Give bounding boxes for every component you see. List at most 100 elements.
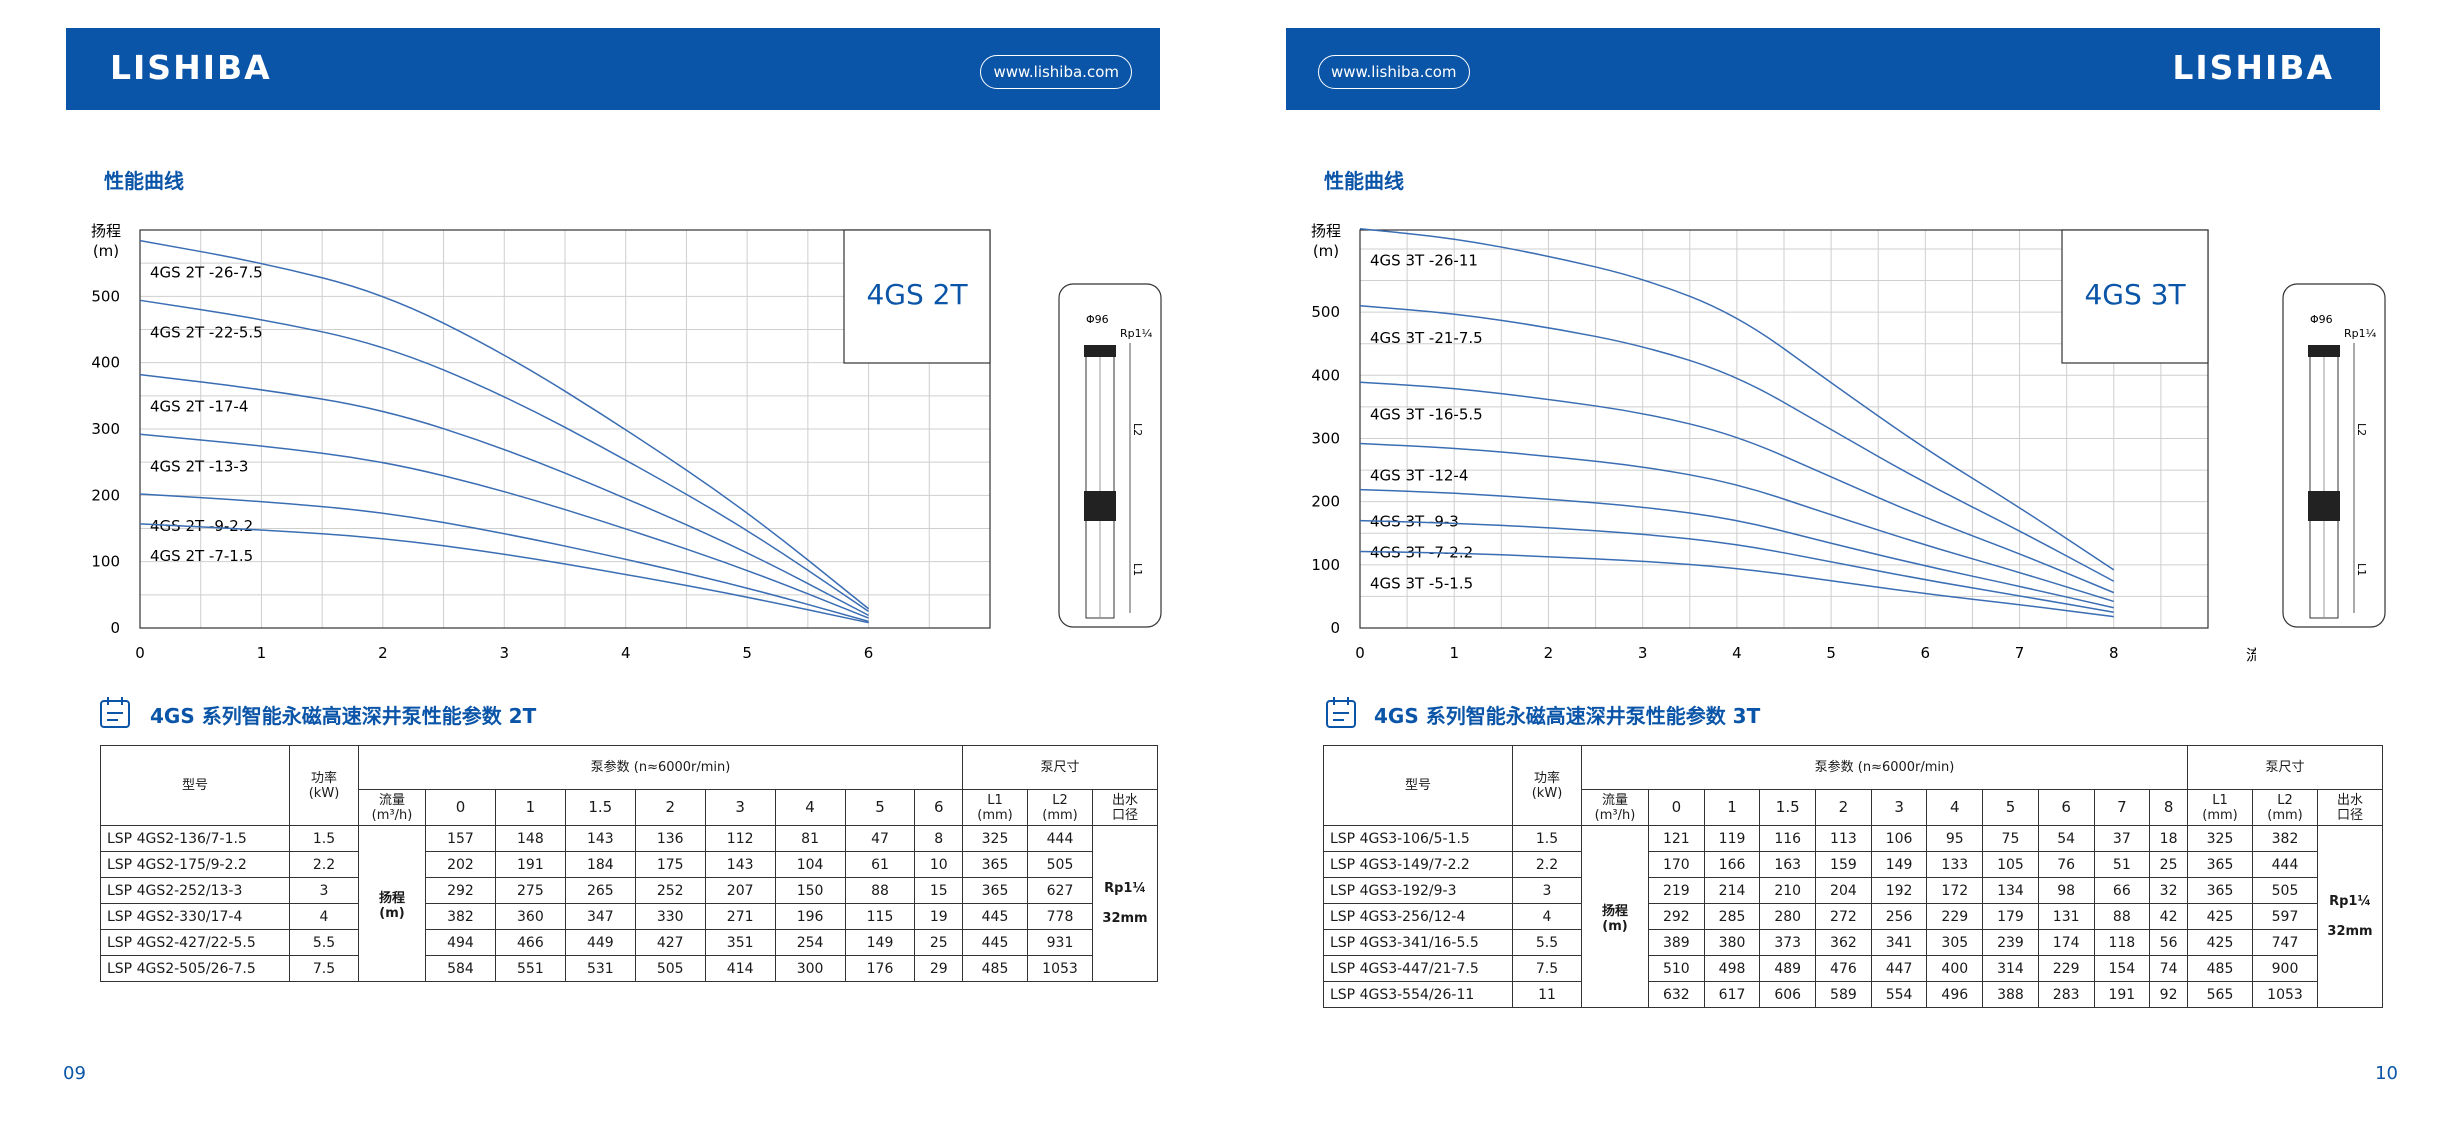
- cell-head-value: 239: [1982, 929, 2039, 956]
- x-tick-label: 7: [2015, 644, 2025, 662]
- cell-power: 2.2: [289, 851, 359, 878]
- cell-head-value: 388: [1982, 981, 2039, 1008]
- cell-head-value: 133: [1926, 851, 1984, 878]
- y-tick-label: 100: [1311, 556, 1340, 574]
- cell-head-value: 19: [914, 903, 963, 930]
- cell-l2: 444: [1027, 825, 1093, 852]
- col-power: 功率(kW): [1512, 745, 1582, 826]
- cell-power: 3: [1512, 877, 1582, 904]
- cell-head-value: 494: [425, 929, 496, 956]
- cell-head-value: 8: [914, 825, 963, 852]
- cell-head-value: 163: [1759, 851, 1817, 878]
- website-url[interactable]: www.lishiba.com: [980, 55, 1132, 89]
- series-label: 4GS 3T -26-11: [1370, 252, 1478, 270]
- cell-head-value: 116: [1759, 825, 1817, 852]
- series-line-4: [1359, 442, 2114, 603]
- cell-head-value: 106: [1870, 825, 1928, 852]
- pump-dia-label: Φ96: [2310, 313, 2333, 326]
- series-line-6: [139, 523, 869, 624]
- table-title: 4GS 系列智能永磁高速深井泵性能参数 2T: [150, 704, 537, 728]
- cell-l2: 597: [2252, 903, 2318, 930]
- cell-head-value: 505: [634, 955, 706, 982]
- cell-head-value: 37: [2093, 825, 2151, 852]
- cell-model: LSP 4GS3-256/12-4: [1323, 903, 1513, 930]
- cell-power: 3: [289, 877, 359, 904]
- cell-head-value: 32: [2149, 877, 2188, 904]
- header-banner: www.lishiba.com LISHIBA: [1286, 28, 2380, 110]
- cell-model: LSP 4GS2-175/9-2.2: [100, 851, 290, 878]
- cell-head-value: 143: [564, 825, 636, 852]
- cell-head: 扬程(m): [358, 825, 426, 982]
- cell-l1: 425: [2187, 929, 2253, 956]
- cell-l2: 747: [2252, 929, 2318, 956]
- cell-head-value: 351: [704, 929, 776, 956]
- cell-head-value: 496: [1926, 981, 1984, 1008]
- cell-head-value: 360: [494, 903, 566, 930]
- pump-l1-label: L1: [2355, 563, 2368, 576]
- y-tick-label: 0: [1330, 619, 1340, 637]
- series-label: 4GS 3T -21-7.5: [1370, 329, 1483, 347]
- cell-l2: 931: [1027, 929, 1093, 956]
- cell-head-value: 362: [1815, 929, 1872, 956]
- brand-logo: LISHIBA: [2172, 48, 2334, 87]
- cell-head-value: 81: [774, 825, 846, 852]
- cell-power: 4: [1512, 903, 1582, 930]
- cell-l2: 778: [1027, 903, 1093, 930]
- cell-l2: 900: [2252, 955, 2318, 982]
- series-line-5: [139, 493, 869, 623]
- col-flow-value: 0: [1648, 789, 1705, 826]
- cell-power: 5.5: [1512, 929, 1582, 956]
- cell-head-value: 280: [1759, 903, 1817, 930]
- cell-head-value: 150: [774, 877, 846, 904]
- cell-head-value: 252: [634, 877, 706, 904]
- col-flow-value: 1.5: [564, 789, 636, 826]
- cell-head-value: 254: [774, 929, 846, 956]
- series-label: 4GS 2T -17-4: [150, 398, 248, 416]
- y-axis-unit: (m): [93, 242, 119, 260]
- cell-head-value: 88: [844, 877, 916, 904]
- y-tick-label: 0: [110, 619, 120, 637]
- cell-head-value: 531: [564, 955, 636, 982]
- cell-power: 11: [1512, 981, 1582, 1008]
- col-l1: L1(mm): [962, 789, 1028, 826]
- cell-head-value: 219: [1648, 877, 1705, 904]
- cell-head-value: 104: [774, 851, 846, 878]
- y-tick-label: 200: [1311, 493, 1340, 511]
- cell-model: LSP 4GS2-136/7-1.5: [100, 825, 290, 852]
- y-tick-label: 500: [91, 287, 120, 305]
- cell-head-value: 380: [1703, 929, 1761, 956]
- cell-head-value: 136: [634, 825, 706, 852]
- cell-head-value: 118: [2093, 929, 2151, 956]
- series-line-7: [1359, 550, 2114, 618]
- cell-model: LSP 4GS3-149/7-2.2: [1323, 851, 1513, 878]
- series-line-1: [1359, 227, 2115, 571]
- cell-head-value: 131: [2037, 903, 2095, 930]
- cell-head-value: 341: [1870, 929, 1928, 956]
- cell-head-value: 271: [704, 903, 776, 930]
- series-line-2: [139, 299, 869, 613]
- cell-head-value: 476: [1815, 955, 1872, 982]
- cell-head-value: 54: [2037, 825, 2095, 852]
- pump-drawing: Φ96 Rp1¼ L2 L1: [2282, 283, 2386, 628]
- cell-head-value: 498: [1703, 955, 1761, 982]
- cell-l2: 505: [1027, 851, 1093, 878]
- col-flow-value: 3: [1870, 789, 1928, 826]
- website-url[interactable]: www.lishiba.com: [1318, 55, 1470, 89]
- cell-head-value: 272: [1815, 903, 1872, 930]
- cell-head-value: 196: [774, 903, 846, 930]
- cell-head-value: 42: [2149, 903, 2188, 930]
- y-tick-label: 400: [1311, 366, 1340, 384]
- cell-head-value: 373: [1759, 929, 1817, 956]
- cell-head-value: 112: [704, 825, 776, 852]
- cell-head-value: 134: [1982, 877, 2039, 904]
- col-flow: 流量(m³/h): [358, 789, 426, 826]
- cell-l2: 627: [1027, 877, 1093, 904]
- cell-model: LSP 4GS3-192/9-3: [1323, 877, 1513, 904]
- cell-model: LSP 4GS3-106/5-1.5: [1323, 825, 1513, 852]
